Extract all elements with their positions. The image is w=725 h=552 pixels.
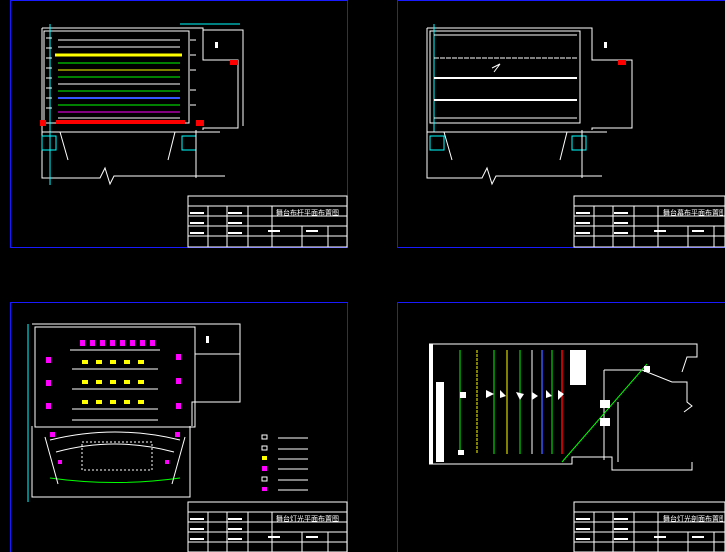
sheet-4-frame xyxy=(397,302,725,552)
sheet-3-title-block xyxy=(187,501,348,552)
sheet-1-stage-wall xyxy=(42,27,239,130)
sheet-4-drawing xyxy=(397,302,725,552)
sheet-1-drawing xyxy=(10,0,348,248)
drawing-sheet-4: 舞台灯光剖面布置图 xyxy=(382,302,725,552)
sheet-3-fixtures-row-1 xyxy=(80,340,155,346)
sheet-4-fixtures xyxy=(458,366,650,455)
sheet-1-side-marks xyxy=(46,37,196,109)
sheet-4-battens xyxy=(459,350,563,454)
sheet-2-title: 舞台幕布平面布置图 xyxy=(663,209,723,217)
sheet-2-drawing xyxy=(397,0,725,248)
sheet-1-frame xyxy=(10,0,348,248)
sheet-1-title: 舞台布杆平面布置图 xyxy=(276,209,339,217)
sheet-3-title: 舞台灯光平面布置图 xyxy=(276,515,339,523)
sheet-1-title-block xyxy=(187,195,348,248)
sheet-3-frame xyxy=(10,302,348,552)
sheet-3-drawing xyxy=(10,302,348,552)
sheet-1-battens xyxy=(55,39,185,124)
sheet-4-title: 舞台灯光剖面布置图 xyxy=(663,515,723,523)
sheet-4-title-block xyxy=(573,501,725,552)
sheet-3-side-fixtures xyxy=(46,354,181,409)
drawing-sheet-3: 舞台灯光平面布置图 xyxy=(10,302,348,552)
drawing-sheet-1: 舞台布杆平面布置图 xyxy=(10,0,348,248)
sheet-3-fixtures-yellow xyxy=(82,360,144,404)
sheet-3-legend xyxy=(261,434,308,491)
drawing-sheet-2: 舞台幕布平面布置图 xyxy=(382,0,725,248)
sheet-2-curtains xyxy=(434,34,577,119)
sheet-2-title-block xyxy=(573,195,725,248)
